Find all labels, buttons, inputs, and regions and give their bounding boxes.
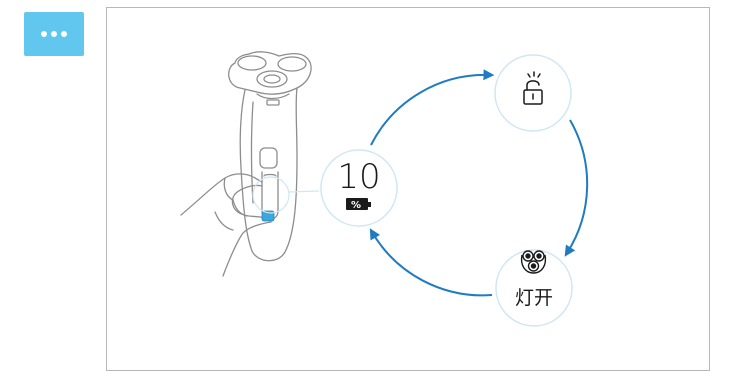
more-menu-dot (41, 31, 47, 37)
travel-lock-node (494, 54, 572, 132)
shaving-heads-icon (520, 250, 547, 274)
shaver-device-icon (228, 51, 312, 262)
callout-line (288, 190, 320, 193)
more-menu-dot (51, 31, 57, 37)
hand-pressing-button-icon (180, 173, 272, 277)
arrow-to-light (564, 119, 589, 257)
arrow-to-lock (370, 69, 495, 146)
battery-percent-badge: % (351, 200, 361, 211)
light-on-label: 灯开 (515, 287, 553, 309)
diagram-frame: 10 % (106, 7, 710, 371)
more-menu-button[interactable] (24, 12, 84, 56)
light-on-node: 灯开 (495, 249, 573, 327)
travel-lock-icon (523, 71, 543, 105)
callout-magnifier (252, 176, 290, 214)
battery-level-node: 10 % (320, 149, 398, 227)
more-menu-dot (61, 31, 67, 37)
arrow-to-battery (369, 228, 493, 297)
diagram-canvas: 10 % (180, 51, 589, 327)
battery-value: 10 (337, 157, 380, 197)
battery-percent-icon: % (346, 198, 371, 211)
